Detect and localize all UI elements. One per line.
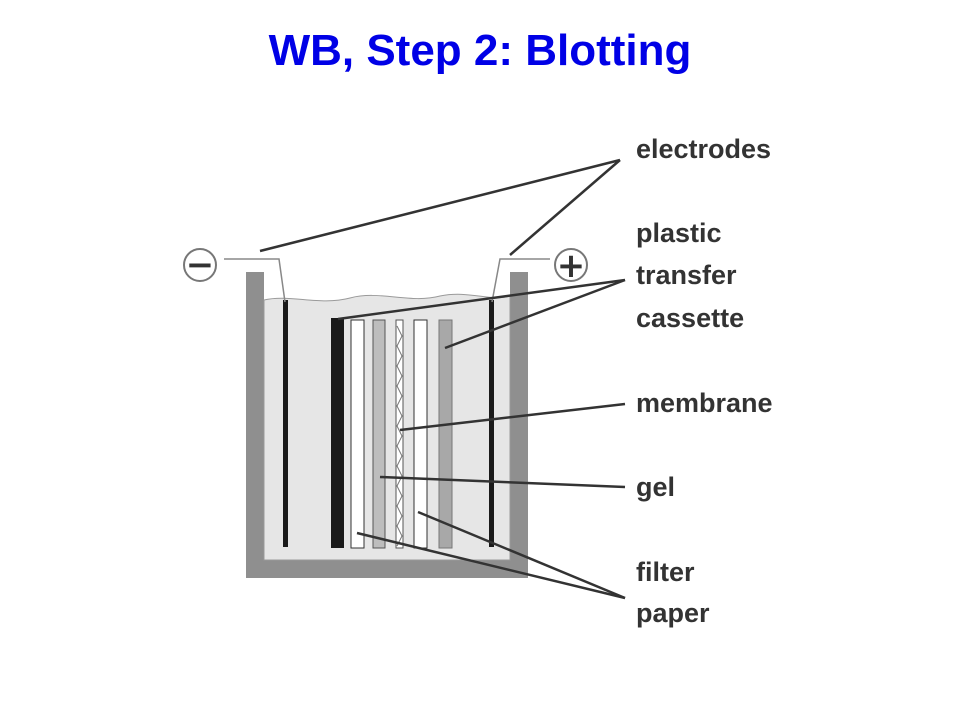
cassette-plate-right <box>438 319 453 549</box>
label-cassette: cassette <box>636 303 744 333</box>
label-electrodes: electrodes <box>636 134 771 164</box>
gel <box>372 319 386 549</box>
positive-terminal-symbol: + <box>557 246 586 286</box>
leader-lines <box>259 158 626 600</box>
anode-wire <box>491 258 550 303</box>
buffer-solution <box>263 293 511 561</box>
label-transfer: transfer <box>636 260 737 290</box>
label-gel: gel <box>636 472 675 502</box>
negative-terminal-symbol: − <box>186 245 215 285</box>
label-filter: filter <box>636 557 695 587</box>
page-title: WB, Step 2: Blotting <box>268 26 692 75</box>
leader-electrodes-right <box>509 159 621 256</box>
leader-cassette-left <box>337 278 626 321</box>
leader-filter-right <box>417 510 626 600</box>
leader-filter-left <box>356 531 626 600</box>
leader-gel <box>379 475 626 489</box>
cathode-electrode <box>283 300 288 547</box>
cassette-plate-left <box>331 318 344 548</box>
leader-membrane <box>399 402 626 432</box>
positive-terminal: + <box>554 246 588 286</box>
membrane-pattern <box>396 325 403 547</box>
label-plastic: plastic <box>636 218 722 248</box>
cathode-wire <box>224 258 286 303</box>
leader-cassette-right <box>444 278 626 350</box>
membrane <box>395 319 404 549</box>
negative-terminal: − <box>183 245 217 285</box>
filter-paper-left <box>350 319 365 549</box>
anode-electrode <box>489 300 494 547</box>
label-membrane: membrane <box>636 388 773 418</box>
leader-electrodes-left <box>259 158 621 253</box>
label-paper: paper <box>636 598 710 628</box>
